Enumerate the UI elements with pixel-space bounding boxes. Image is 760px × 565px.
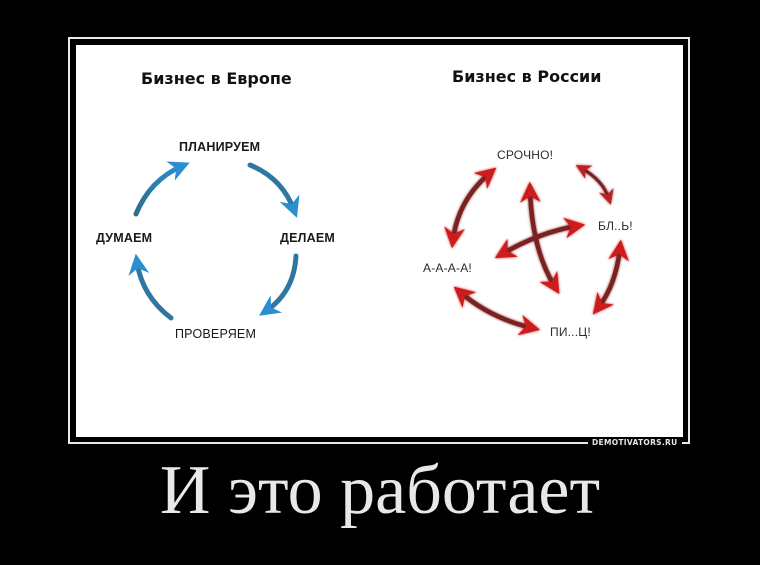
arrow-think-to-plan-icon [133,161,190,217]
russia-label-aaaa: А-А-А-А! [423,261,472,275]
arrow-urgent-blyat-icon [575,165,614,205]
russia-chaos-arrows [444,165,629,336]
russia-label-urgent: СРОЧНО! [497,148,554,162]
arrow-aaaa-pizdets-icon [453,286,541,336]
europe-label-think: ДУМАЕМ [96,231,153,245]
watermark: DEMOTIVATORS.RU [588,437,682,448]
russia-label-pizdets: ПИ...Ц! [550,325,591,339]
europe-label-check: ПРОВЕРЯЕМ [175,327,257,341]
arrow-plan-to-do-icon [247,162,300,218]
arrow-urgent-aaaa-icon [444,167,497,249]
europe-title: Бизнес в Европе [141,69,292,88]
russia-label-blyat: БЛ..Ь! [598,219,633,233]
europe-label-plan: ПЛАНИРУЕМ [179,140,261,154]
arrow-check-to-think-icon [128,253,174,321]
arrow-center-horizontal-icon [494,217,586,259]
russia-title: Бизнес в России [452,67,602,86]
arrow-blyat-pizdets-icon [592,239,629,315]
europe-label-do: ДЕЛАЕМ [280,231,335,245]
poster-frame-border [68,37,690,444]
arrow-do-to-check-icon [259,253,299,316]
europe-cycle-arrows [128,161,300,321]
poster-caption: И это работает [159,452,601,529]
